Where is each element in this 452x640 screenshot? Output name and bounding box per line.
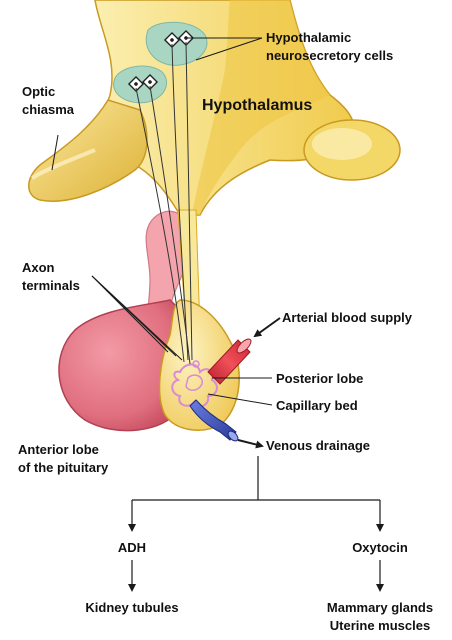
arterial-arrow [255,318,280,336]
venous-arrow [238,440,262,446]
label-venous: Venous drainage [266,438,370,453]
label-adh: ADH [118,540,146,555]
label-uterine: Uterine muscles [330,618,430,633]
label-oxytocin: Oxytocin [352,540,408,555]
label-anterior-2: of the pituitary [18,460,109,475]
label-mammary: Mammary glands [327,600,433,615]
mammillary-body [304,120,400,180]
label-arterial: Arterial blood supply [282,310,413,325]
label-capillary: Capillary bed [276,398,358,413]
label-axon-1: Axon [22,260,55,275]
label-hypothalamus: Hypothalamus [202,97,312,114]
label-optic-1: Optic [22,84,55,99]
label-axon-2: terminals [22,278,80,293]
label-optic-2: chiasma [22,102,75,117]
label-neuro-2: neurosecretory cells [266,48,393,63]
label-anterior-1: Anterior lobe [18,442,99,457]
label-neuro-1: Hypothalamic [266,30,351,45]
hormone-flowchart [132,456,380,590]
label-posterior: Posterior lobe [276,371,363,386]
label-kidney: Kidney tubules [85,600,178,615]
